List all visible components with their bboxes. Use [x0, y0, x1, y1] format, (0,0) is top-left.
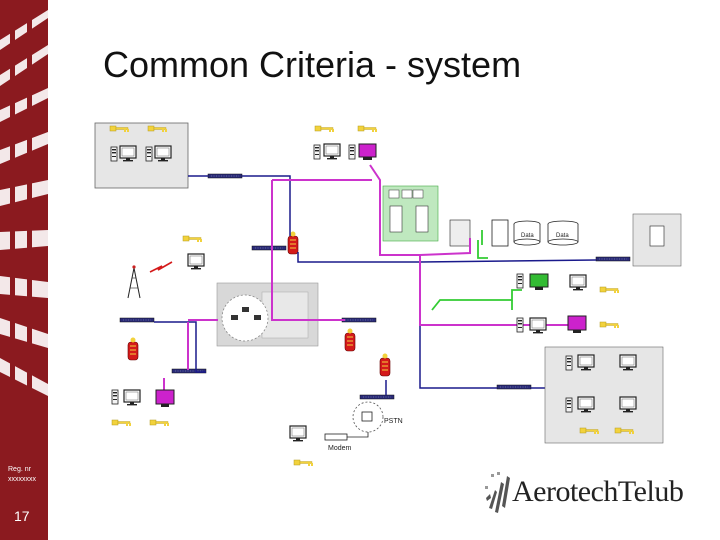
secure-terminal-icon	[155, 389, 175, 407]
workstation-icon	[111, 389, 119, 405]
reg-value: xxxxxxxx	[8, 476, 36, 483]
network-hub-icon	[595, 256, 631, 262]
slide-number: 17	[14, 508, 30, 524]
wireless-link-icon	[149, 261, 173, 273]
workstation-icon	[313, 144, 321, 160]
monitor-icon	[323, 143, 341, 160]
monitor-icon	[569, 274, 587, 291]
modem-label: Modem	[328, 445, 352, 452]
secure-terminal-icon	[567, 315, 587, 333]
zone-top-left	[94, 122, 189, 189]
monitor-icon	[187, 253, 205, 270]
workstation-icon	[348, 144, 356, 160]
key-icon	[182, 235, 203, 243]
key-icon	[314, 125, 335, 133]
zone-bottom-right	[544, 346, 664, 444]
workstation-icon	[565, 397, 573, 413]
workstation-icon	[110, 146, 118, 162]
network-hub-icon	[119, 317, 155, 323]
workstation-icon	[516, 273, 524, 289]
company-logo-text: AerotechTelub	[512, 475, 684, 508]
firewall-icon	[379, 353, 391, 377]
pstn-label: PSTN	[384, 418, 403, 425]
pstn-cloud: PSTN	[352, 401, 403, 433]
monitor-icon	[289, 425, 307, 442]
workstation-icon	[565, 355, 573, 371]
workstation-icon	[516, 317, 524, 333]
key-icon	[599, 321, 620, 329]
key-icon	[111, 419, 132, 427]
workstation-icon	[145, 146, 153, 162]
monitor-icon	[529, 317, 547, 334]
data-label: Data	[556, 233, 569, 239]
server-icon	[491, 219, 509, 247]
network-hub-icon	[251, 245, 287, 251]
reg-number: Reg. nr xxxxxxxx	[8, 465, 36, 485]
key-icon	[357, 125, 378, 133]
monitor-icon	[123, 389, 141, 406]
server-rack-icon	[449, 219, 471, 247]
network-hub-icon	[496, 384, 532, 390]
sidebar-decoration	[0, 0, 48, 540]
secure-terminal-icon	[358, 143, 377, 160]
database-icon: Data	[547, 220, 579, 246]
magenta-network-links	[163, 164, 575, 400]
reg-label: Reg. nr	[8, 466, 31, 473]
key-icon	[149, 419, 170, 427]
key-icon	[599, 286, 620, 294]
data-label: Data	[521, 233, 534, 239]
green-network-links	[431, 230, 522, 311]
company-logo	[485, 472, 510, 513]
zone-central	[216, 282, 319, 347]
secure-terminal-icon	[529, 273, 549, 290]
key-icon	[293, 459, 314, 467]
network-hub-icon	[341, 317, 377, 323]
antenna-icon	[127, 265, 141, 299]
firewall-icon	[344, 328, 356, 352]
external-device-zone	[632, 213, 682, 267]
network-hub-icon	[359, 394, 395, 400]
database-icon: Data	[513, 220, 541, 246]
network-hub-icon	[207, 173, 243, 179]
zone-green	[382, 185, 439, 242]
slide-title: Common Criteria - system	[103, 44, 522, 85]
firewall-icon	[127, 337, 139, 361]
